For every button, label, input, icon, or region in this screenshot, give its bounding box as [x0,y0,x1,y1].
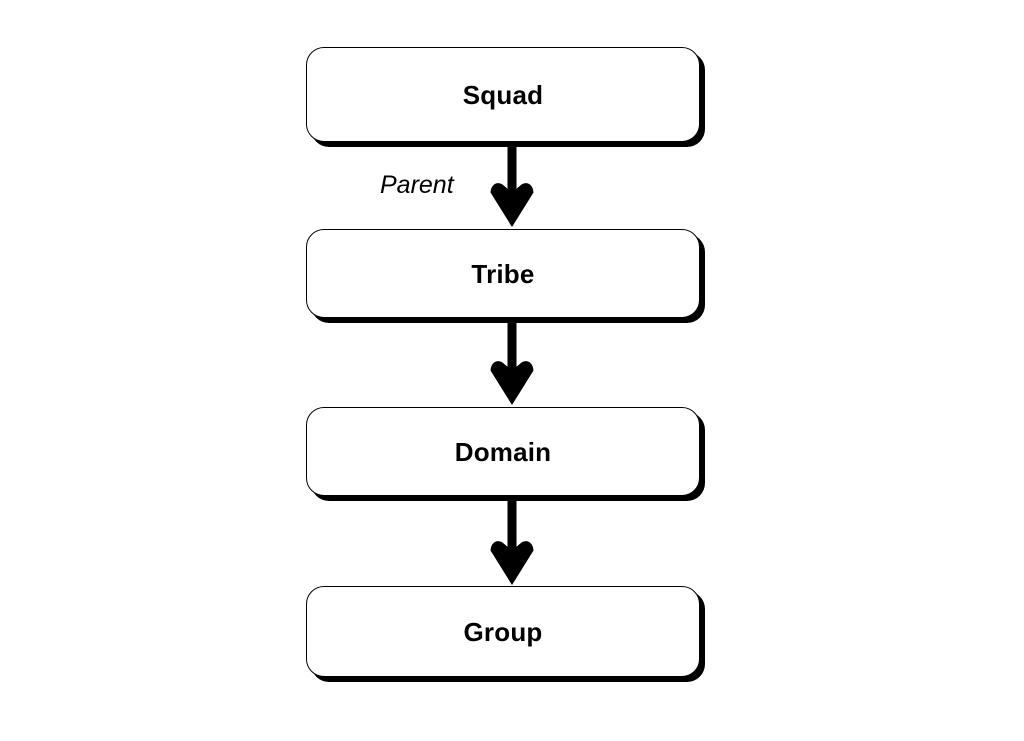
node-squad-label: Squad [462,79,544,110]
edge-tribe-to-domain [487,318,537,408]
edge-squad-to-tribe [487,142,537,230]
edge-tribe-to-domain-stem [507,318,517,376]
node-domain[interactable]: Domain [306,407,700,496]
edge-domain-to-group-stem [507,496,517,555]
edge-domain-to-group-arrowhead [490,541,534,585]
node-tribe-label: Tribe [471,258,535,289]
node-domain-label: Domain [454,436,552,467]
node-group[interactable]: Group [306,586,700,677]
edge-tribe-to-domain-arrowhead [490,361,534,405]
edge-domain-to-group [487,496,537,588]
node-squad[interactable]: Squad [306,47,700,142]
edge-squad-to-tribe-label: Parent [380,171,454,199]
node-tribe[interactable]: Tribe [306,229,700,318]
edge-squad-to-tribe-arrowhead [490,183,534,227]
edge-squad-to-tribe-stem [507,142,517,198]
node-group-label: Group [463,616,543,647]
